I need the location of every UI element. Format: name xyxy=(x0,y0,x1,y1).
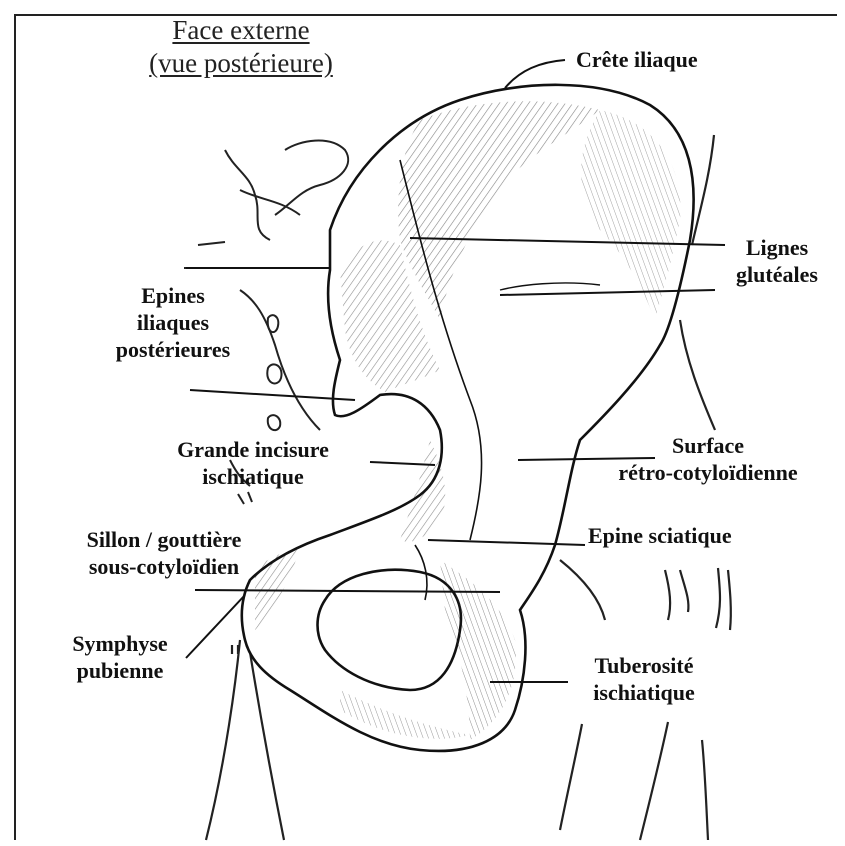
label-crete-iliaque: Crête iliaque xyxy=(576,46,698,73)
leader-epines-lower xyxy=(190,390,355,400)
title-line-1: Face externe xyxy=(118,14,364,47)
label-epines-line-2: iliaques xyxy=(98,309,248,336)
label-grande-incisure-line-1: Grande incisure xyxy=(142,436,364,463)
label-sillon-sous-cotyloidien: Sillon / gouttière sous-cotyloïdien xyxy=(16,526,312,580)
label-lignes-gluteales: Lignes glutéales xyxy=(722,234,832,288)
label-symphyse-pubienne: Symphyse pubienne xyxy=(50,630,190,684)
label-tuberosite-ischiatique: Tuberosité ischiatique xyxy=(566,652,722,706)
label-tuberosite-line-2: ischiatique xyxy=(566,679,722,706)
label-epines-line-3: postérieures xyxy=(98,336,248,363)
label-surface-retro-cotyloidienne: Surface rétro-cotyloïdienne xyxy=(578,432,838,486)
label-surface-line-2: rétro-cotyloïdienne xyxy=(578,459,838,486)
label-sillon-line-2: sous-cotyloïdien xyxy=(16,553,312,580)
label-epines-line-1: Epines xyxy=(98,282,248,309)
label-tuberosite-line-1: Tuberosité xyxy=(566,652,722,679)
label-grande-incisure: Grande incisure ischiatique xyxy=(142,436,364,490)
title-line-2: (vue postérieure) xyxy=(118,47,364,80)
label-sillon-line-1: Sillon / gouttière xyxy=(16,526,312,553)
label-lignes-gluteales-line-1: Lignes xyxy=(722,234,832,261)
label-symphyse-line-1: Symphyse xyxy=(50,630,190,657)
label-surface-line-1: Surface xyxy=(578,432,838,459)
label-symphyse-line-2: pubienne xyxy=(50,657,190,684)
label-lignes-gluteales-line-2: glutéales xyxy=(722,261,832,288)
label-grande-incisure-line-2: ischiatique xyxy=(142,463,364,490)
label-epine-sciatique: Epine sciatique xyxy=(588,522,732,549)
label-epines-iliaques: Epines iliaques postérieures xyxy=(98,282,248,363)
leader-symphyse xyxy=(186,595,245,658)
diagram-title: Face externe (vue postérieure) xyxy=(118,14,364,80)
